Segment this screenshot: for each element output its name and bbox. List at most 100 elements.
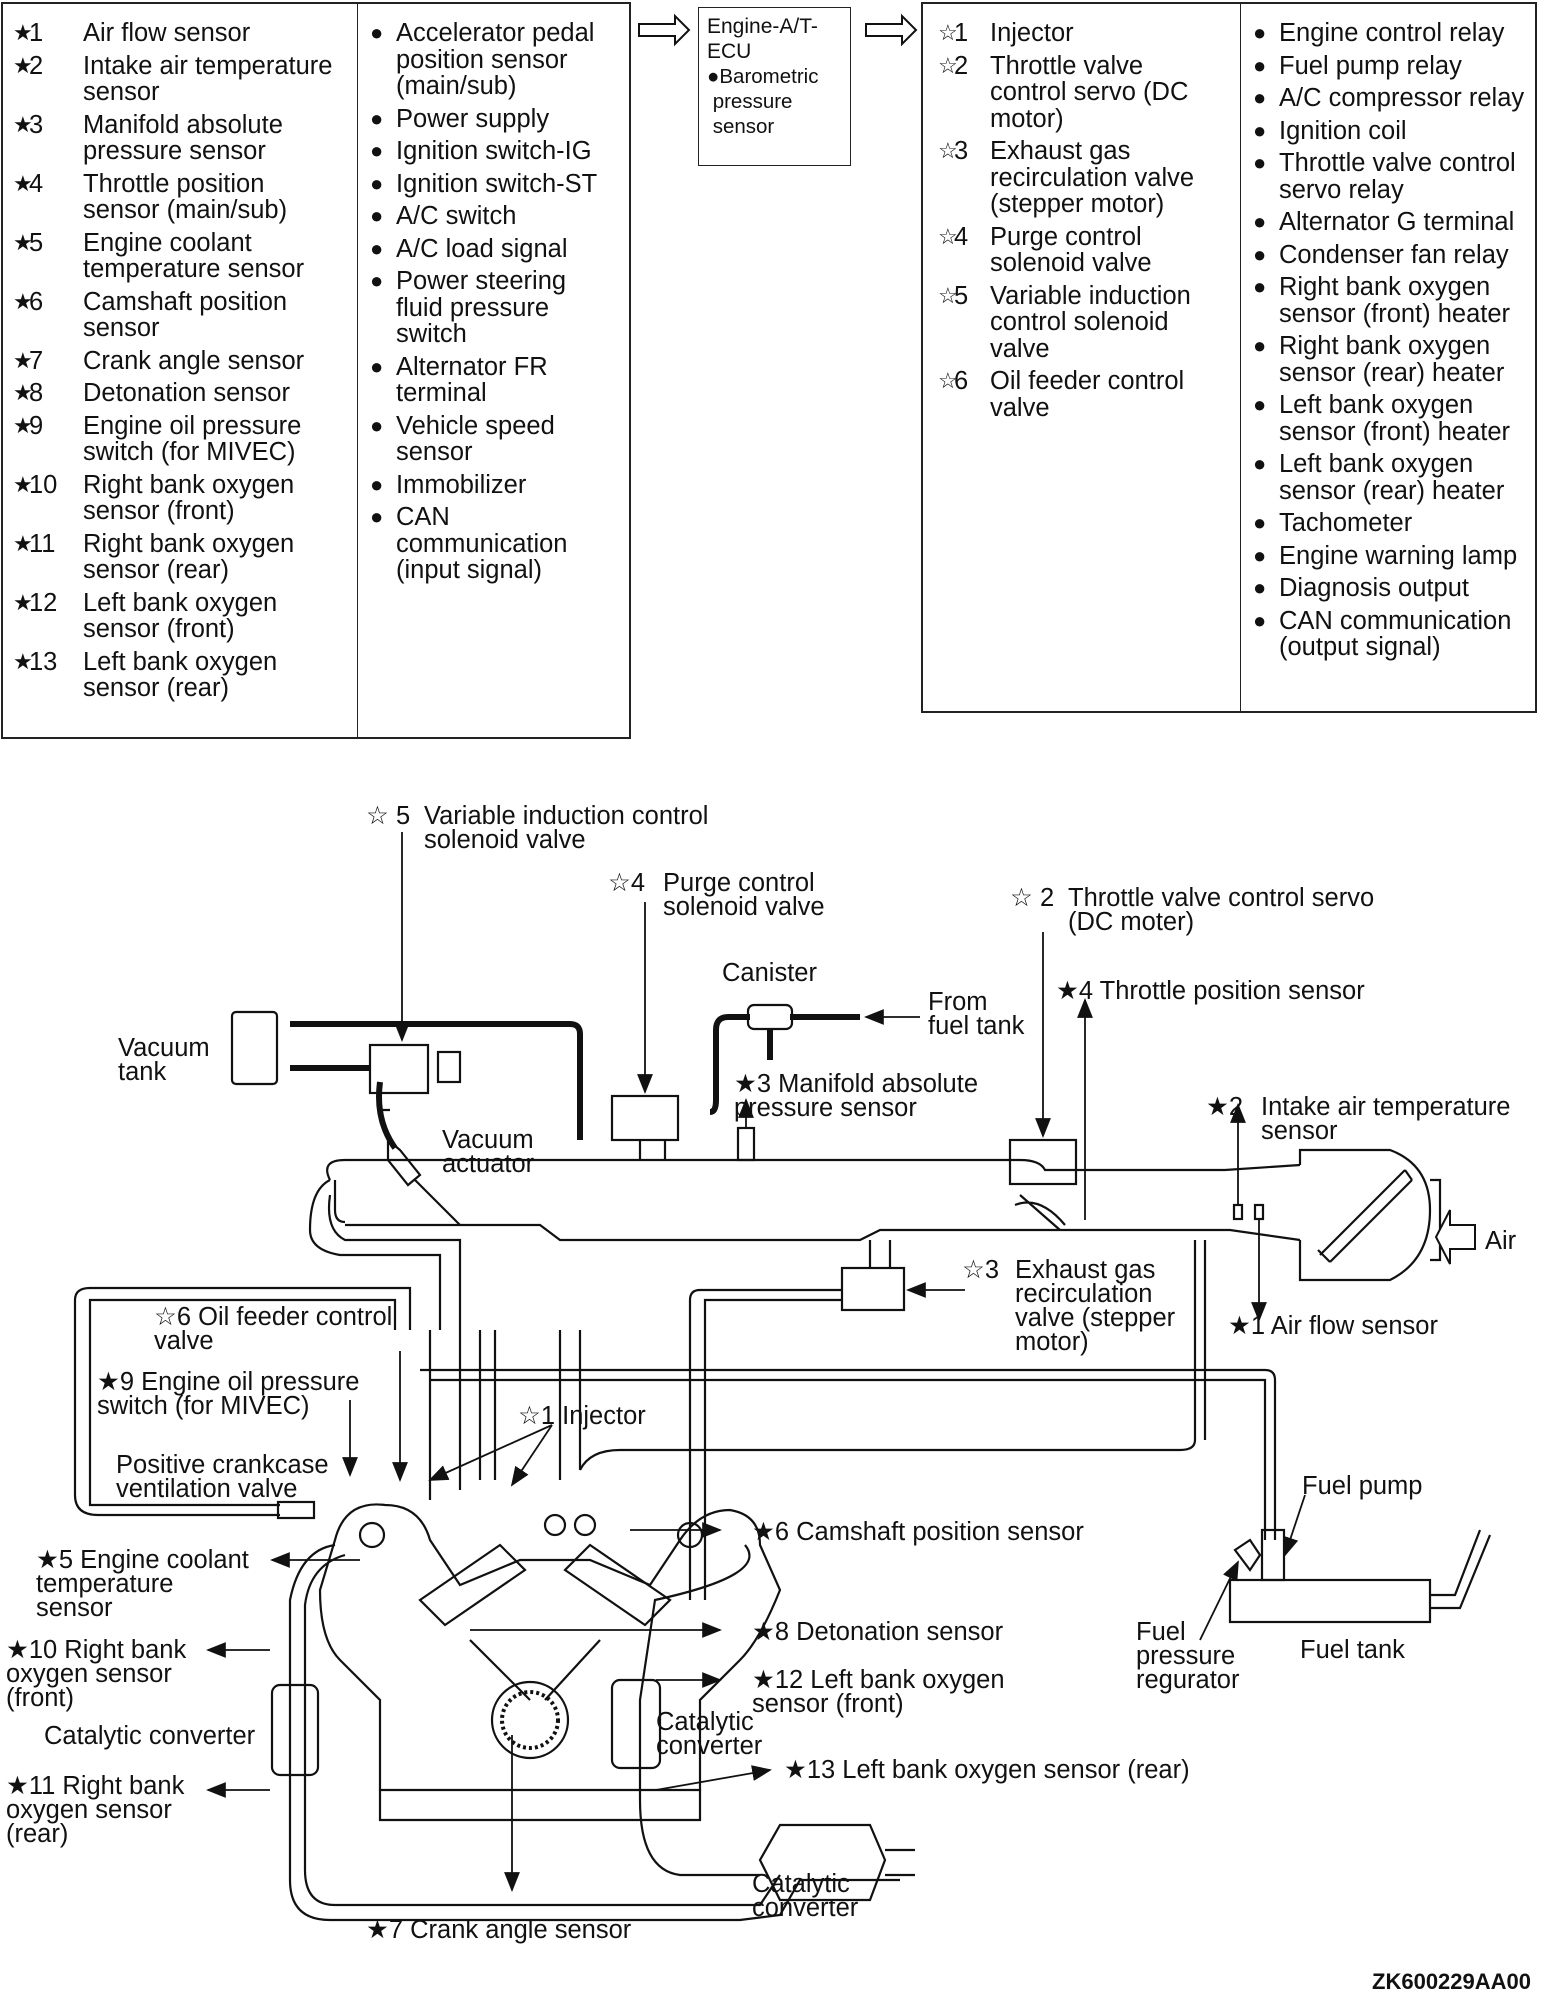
engine-bore-left: [420, 1545, 525, 1625]
item-label: A/C compressor relay: [1279, 85, 1535, 112]
item-label: Engine oil pressureswitch (for MIVEC): [83, 413, 357, 466]
bullet-icon: ●: [370, 106, 396, 133]
list-item: ★12Left bank oxygensensor (front): [13, 590, 357, 643]
bullet-icon: ●: [1253, 575, 1279, 602]
flow-arrows: [0, 0, 1551, 80]
hollow-star-icon: ☆: [938, 368, 954, 421]
map-sensor: [738, 1128, 754, 1160]
list-item: ●Immobilizer: [370, 472, 629, 499]
bullet-icon: ●: [1253, 118, 1279, 145]
list-item: ★5Engine coolanttemperature sensor: [13, 230, 357, 283]
item-number: 12: [29, 590, 83, 643]
item-label: Alternator G terminal: [1279, 209, 1535, 236]
star-icon: ★: [13, 348, 29, 375]
label-oilsw: ★9 Engine oil pressureswitch (for MIVEC): [97, 1368, 359, 1420]
label-iat-sym: ★2: [1206, 1093, 1243, 1121]
item-number: 4: [954, 224, 990, 277]
label-cat-r: Catalytic converter: [44, 1722, 256, 1750]
actuator-rod: [415, 1180, 460, 1225]
cam-right3: [575, 1515, 595, 1535]
label-knock: ★8 Detonation sensor: [752, 1618, 1004, 1646]
label-iat: Intake air temperaturesensor: [1261, 1093, 1510, 1145]
list-item: ●Tachometer: [1253, 510, 1535, 537]
item-label: Oil feeder controlvalve: [990, 368, 1240, 421]
canister: [748, 1005, 792, 1029]
bullet-icon: ●: [1253, 543, 1279, 570]
item-label: Ignition switch-ST: [396, 171, 629, 198]
item-number: 5: [29, 230, 83, 283]
leader-fpr: [1200, 1562, 1238, 1640]
star-icon: ★: [13, 171, 29, 224]
item-number: 11: [29, 531, 83, 584]
item-label: Power supply: [396, 106, 629, 133]
bullet-icon: ●: [1253, 392, 1279, 445]
engine-rods: [470, 1640, 600, 1700]
list-item: ☆4Purge controlsolenoid valve: [938, 224, 1240, 277]
vacuum-tank: [232, 1012, 277, 1084]
fuel-filler: [1430, 1530, 1490, 1608]
label-ofcv: ☆6 Oil feeder controlvalve: [154, 1303, 392, 1355]
label-from-tank: Fromfuel tank: [928, 988, 1025, 1040]
list-item: ●Left bank oxygensensor (front) heater: [1253, 392, 1535, 445]
label-map: ★3 Manifold absolutepressure sensor: [734, 1070, 978, 1122]
label-canister: Canister: [722, 959, 817, 987]
intake-pipe-inner: [335, 1180, 345, 1222]
bullet-icon: ●: [1253, 451, 1279, 504]
egr-return: [690, 1290, 842, 1600]
catalytic-converter-right: [272, 1685, 318, 1775]
bullet-icon: ●: [1253, 242, 1279, 269]
label-vic-sym: ☆ 5: [366, 802, 410, 830]
vic-connector: [438, 1052, 460, 1082]
fuel-line: [420, 1370, 1275, 1540]
output-actuator-column: ☆1Injector☆2Throttle valvecontrol servo …: [923, 4, 1240, 711]
list-item: ★11Right bank oxygensensor (rear): [13, 531, 357, 584]
list-item: ●A/C load signal: [370, 236, 629, 263]
hollow-star-icon: ☆: [938, 224, 954, 277]
item-label: Engine warning lamp: [1279, 543, 1535, 570]
label-cmp: ★6 Camshaft position sensor: [752, 1518, 1084, 1546]
air-cleaner-body: [1300, 1150, 1430, 1280]
list-item: ●Right bank oxygensensor (rear) heater: [1253, 333, 1535, 386]
list-item: ●Left bank oxygensensor (rear) heater: [1253, 451, 1535, 504]
vacuum-hose: [290, 1024, 580, 1140]
list-item: ★6Camshaft positionsensor: [13, 289, 357, 342]
bullet-icon: ●: [370, 268, 396, 348]
list-item: ●Vehicle speedsensor: [370, 413, 629, 466]
crank-pulley: [502, 1692, 558, 1748]
list-item: ●A/C compressor relay: [1253, 85, 1535, 112]
label-ro2r: ★11 Right bankoxygen sensor(rear): [6, 1772, 185, 1848]
throttle-valve: [1015, 1195, 1065, 1230]
bullet-icon: ●: [370, 413, 396, 466]
hollow-star-icon: ☆: [938, 283, 954, 363]
label-afs: ★1 Air flow sensor: [1228, 1312, 1438, 1340]
bullet-icon: ●: [370, 236, 396, 263]
leader-fuel-pump: [1285, 1495, 1305, 1555]
item-label: Exhaust gasrecirculation valve(stepper m…: [990, 138, 1240, 218]
bullet-icon: ●: [1253, 510, 1279, 537]
label-cas: ★7 Crank angle sensor: [366, 1916, 632, 1944]
purge-outlet: [640, 1140, 665, 1160]
item-label: Left bank oxygensensor (rear) heater: [1279, 451, 1535, 504]
item-number: 4: [29, 171, 83, 224]
bullet-icon: ●: [1253, 274, 1279, 327]
label-pcv: Positive crankcaseventilation valve: [116, 1451, 329, 1503]
item-label: Detonation sensor: [83, 380, 357, 407]
cam-left: [360, 1523, 384, 1547]
hollow-arrow-icon: [866, 16, 916, 44]
item-label: A/C switch: [396, 203, 629, 230]
label-injector: ☆1 Injector: [518, 1402, 646, 1430]
label-cat-l: Catalyticconverter: [656, 1708, 763, 1760]
item-label: CANcommunication(input signal): [396, 504, 629, 584]
engine-bore-right: [565, 1545, 670, 1625]
bullet-icon: ●: [1253, 608, 1279, 661]
item-label: Variable inductioncontrol solenoidvalve: [990, 283, 1240, 363]
bullet-icon: ●: [370, 504, 396, 584]
bullet-icon: ●: [370, 171, 396, 198]
engine-system-diagram: ☆ 5Variable induction controlsolenoid va…: [0, 760, 1551, 2000]
item-label: Alternator FRterminal: [396, 354, 629, 407]
exhaust-right-bank: [290, 1545, 900, 1920]
list-item: ●Power supply: [370, 106, 629, 133]
item-label: Manifold absolutepressure sensor: [83, 112, 357, 165]
bullet-icon: ●: [1253, 85, 1279, 112]
label-tvcs-sym: ☆ 2: [1010, 884, 1054, 912]
